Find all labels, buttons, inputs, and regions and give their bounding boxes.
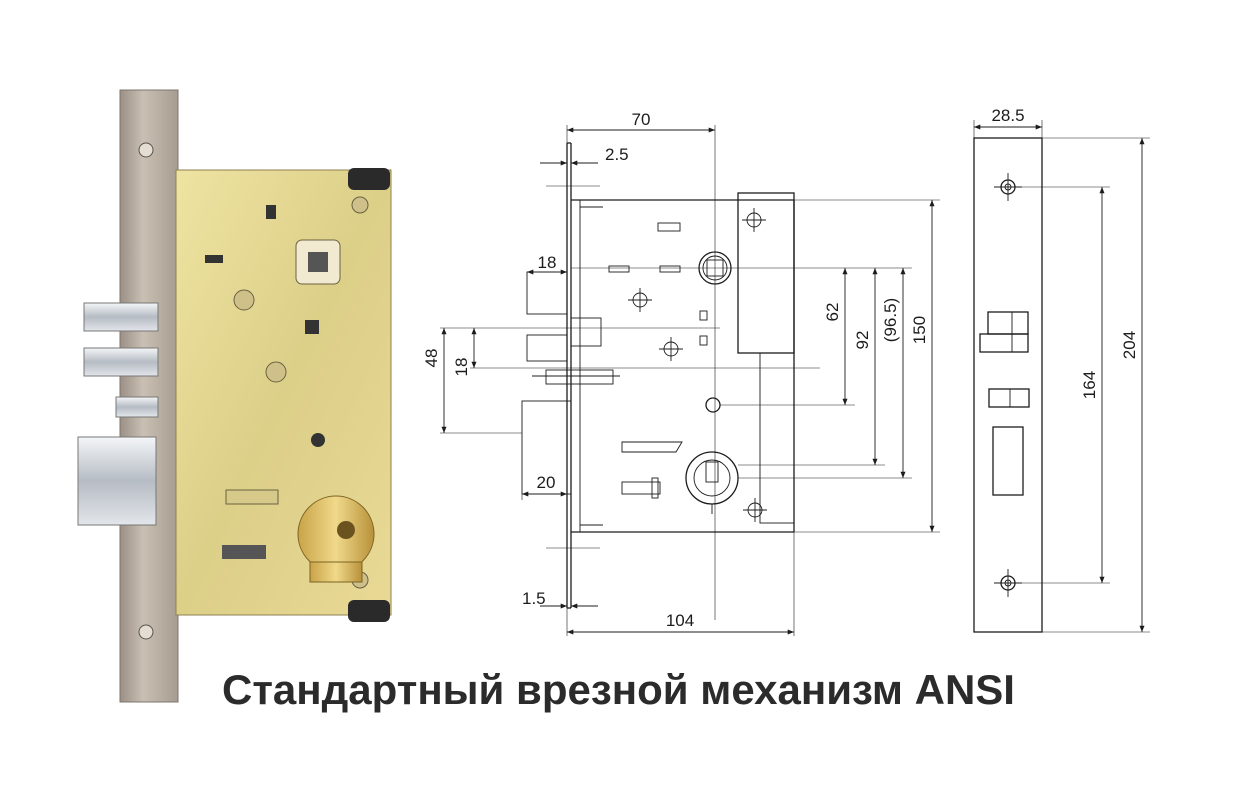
spindle-square: [308, 252, 328, 272]
lever-pivot: [705, 397, 721, 413]
deadbolt-upper: [83, 302, 159, 332]
slot-1: [266, 205, 276, 219]
dim-96-5: (96.5): [881, 298, 900, 342]
auxiliary-latch: [115, 396, 159, 418]
dim-92: 92: [853, 331, 872, 350]
slot-3: [305, 320, 319, 334]
body-slot: [225, 489, 279, 505]
deadbolt-opening-lower: [979, 333, 1029, 353]
body-corner-bottom: [348, 600, 390, 622]
aux-latch-profile: [545, 369, 614, 385]
latch-bolt: [77, 436, 157, 526]
keyway: [337, 521, 355, 539]
deadbolt-lower-profile: [526, 334, 568, 362]
deadbolt-opening-upper: [987, 311, 1029, 335]
faceplate-outline: [973, 137, 1043, 633]
dim-48: 48: [422, 349, 441, 368]
dim-62: 62: [823, 303, 842, 322]
dim-164: 164: [1080, 371, 1099, 399]
body-corner-top: [348, 168, 390, 190]
body-hole: [311, 433, 325, 447]
screw-cross-3: [742, 208, 766, 232]
faceplate-screw-top: [138, 142, 154, 158]
dim-18-top: 18: [538, 253, 557, 272]
screw-cross-4: [743, 498, 767, 522]
dim-2-5: 2.5: [605, 145, 629, 164]
body-slot-outline: [621, 441, 683, 453]
screw-cross-1: [628, 288, 652, 312]
faceplate: [119, 89, 179, 703]
thumb-slot: [621, 481, 661, 495]
dim-1-5: 1.5: [522, 589, 546, 608]
deadbolt-upper-profile: [526, 271, 568, 315]
cylinder-base: [309, 561, 363, 583]
body-screw-2: [265, 361, 287, 383]
body-screw-1: [233, 289, 255, 311]
faceplate-side-drawing: 28.5 164 204: [973, 106, 1150, 633]
lock-illustration: [77, 89, 392, 703]
dim-150: 150: [910, 316, 929, 344]
dim-28-5: 28.5: [991, 106, 1024, 125]
cylinder: [297, 495, 375, 573]
dim-204: 204: [1120, 331, 1139, 359]
dim-18-side: 18: [452, 358, 471, 377]
deadbolt-lower: [83, 347, 159, 377]
dim-104: 104: [666, 611, 694, 630]
latch-opening: [992, 426, 1024, 496]
top-cam-plate: [737, 192, 795, 354]
thumb-lever: [222, 545, 266, 559]
front-view-drawing: 70 2.5 18 48 18 20 1.5 104 62 92 (96.5): [422, 110, 940, 636]
caption-title: Стандартный врезной механизм ANSI: [222, 666, 1015, 713]
slot-2: [205, 255, 223, 263]
faceplate-screw-bottom: [138, 624, 154, 640]
aux-latch-opening: [988, 388, 1030, 408]
right-plate: [759, 352, 795, 524]
cylinder-key: [705, 461, 719, 483]
dim-20: 20: [537, 473, 556, 492]
screw-cross-2: [659, 337, 683, 361]
dim-70: 70: [632, 110, 651, 129]
body-screw-3: [351, 196, 369, 214]
